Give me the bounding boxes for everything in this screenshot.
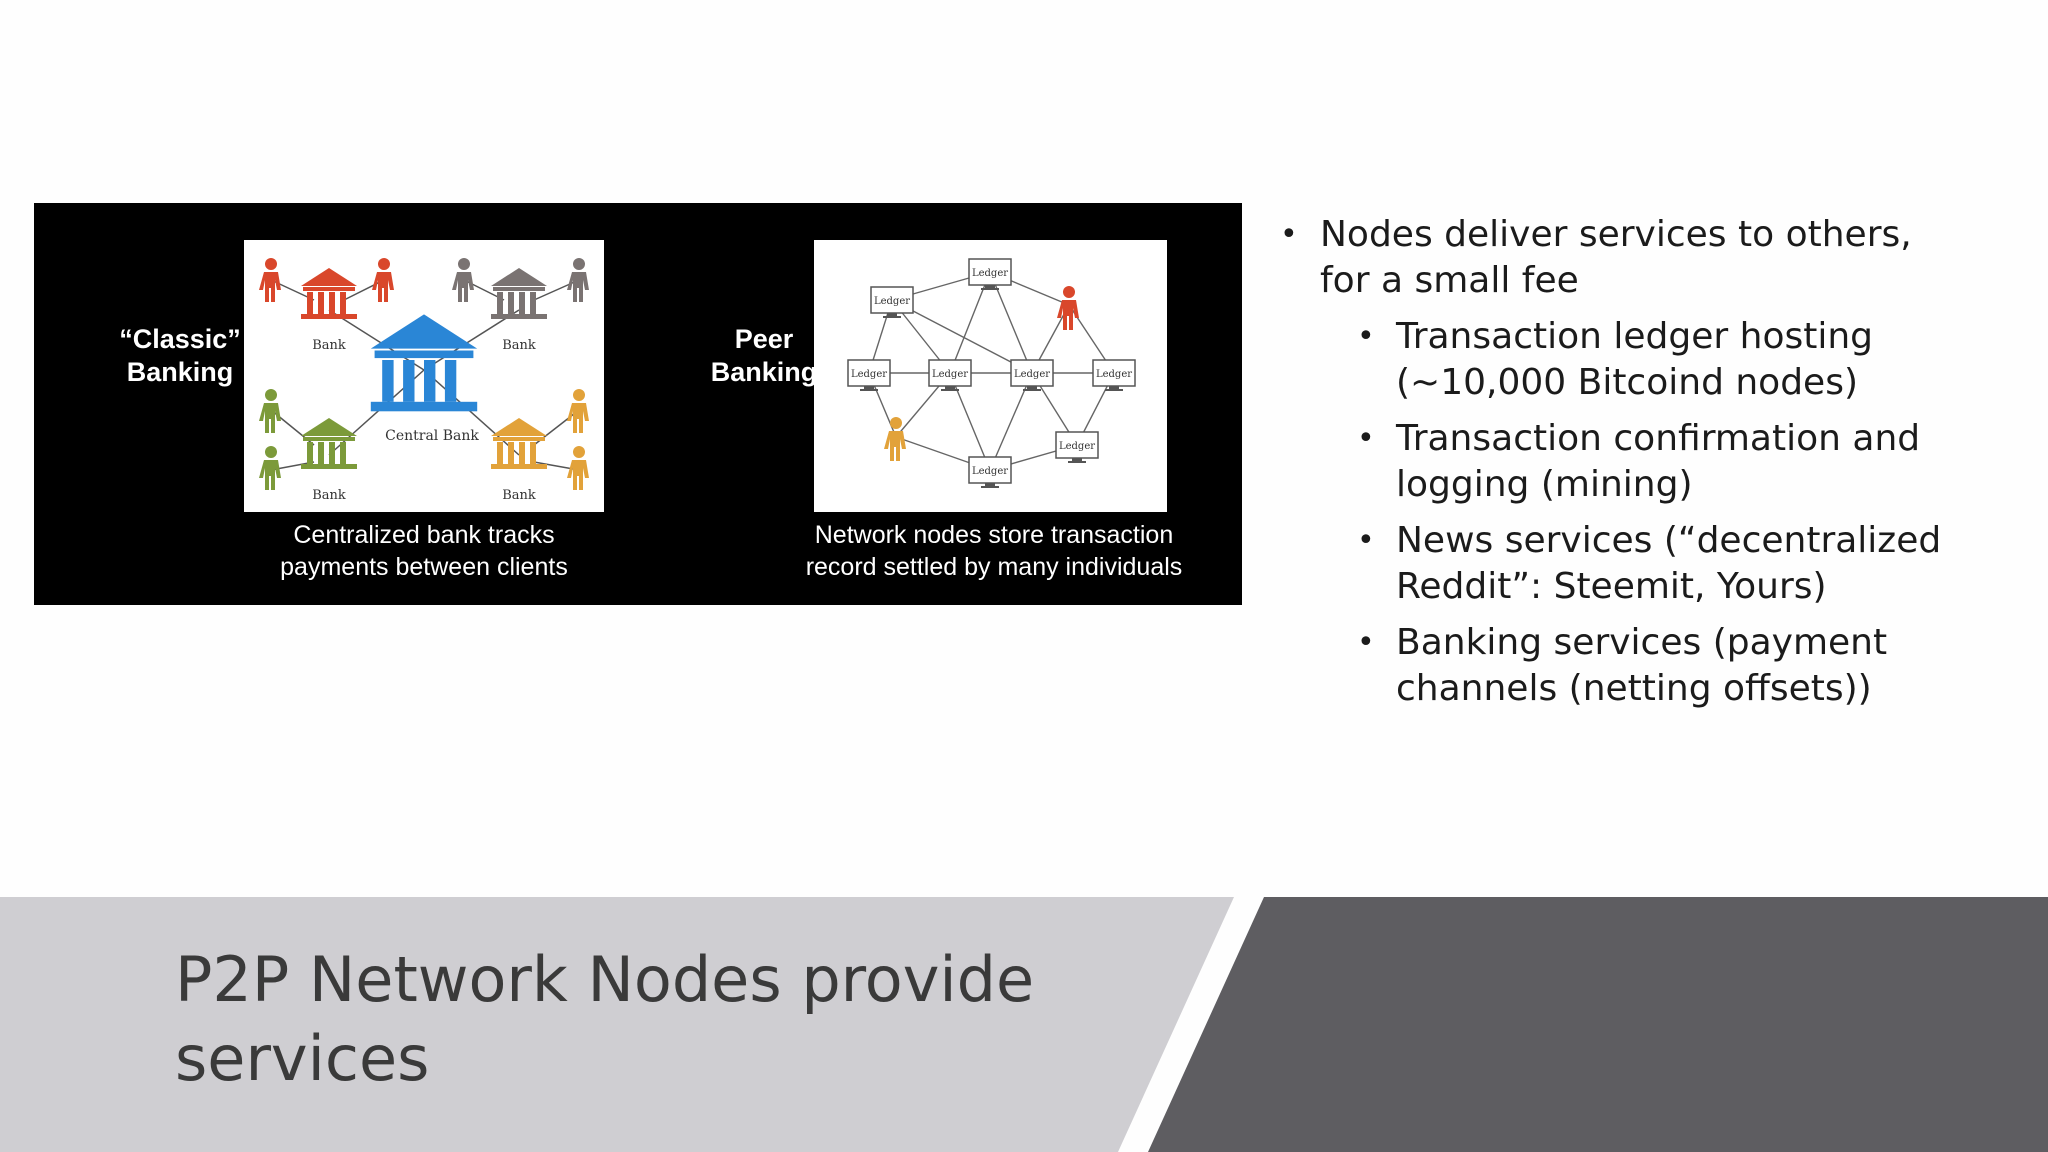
peer-caption-line-2: record settled by many individuals [805, 553, 1183, 581]
bullet-dot: • [1357, 421, 1375, 456]
gray-bank-icon [491, 268, 547, 319]
bullet-line: News services (“decentralized [1396, 520, 1942, 561]
bullet-line: (~10,000 Bitcoind nodes) [1396, 362, 1859, 403]
sub-bullet-item: • Banking services (payment channels (ne… [1280, 620, 2020, 712]
slide-title-line-2: services [175, 1022, 430, 1095]
red-bank-icon [301, 268, 357, 319]
peer-banking-diagram: Ledger Ledger Ledger Ledger Ledger Ledge… [814, 240, 1167, 512]
classic-label-line-1: “Classic” [119, 324, 241, 354]
bullet-dot: • [1357, 523, 1375, 558]
bullet-line: for a small fee [1320, 260, 1579, 301]
ledger-label-center-right: Ledger [1014, 369, 1050, 380]
classic-banking-illustration: Bank Bank Bank Bank Central Bank [259, 258, 589, 503]
bullet-dot: • [1357, 625, 1375, 660]
ledger-label-bottom: Ledger [972, 466, 1008, 477]
bullet-line: logging (mining) [1396, 464, 1693, 505]
sub-bullet-item: • Transaction confirmation and logging (… [1280, 416, 2020, 508]
slide-title: P2P Network Nodes provide services [175, 940, 1125, 1098]
classic-banking-diagram: Bank Bank Bank Bank Central Bank [244, 240, 604, 512]
red-peer-icon [1057, 286, 1079, 330]
bullet-line: Nodes deliver services to others, [1320, 214, 1912, 255]
gray-bank-label: Bank [502, 338, 536, 353]
ledger-label-right: Ledger [1096, 369, 1132, 380]
bullet-item: • Nodes deliver services to others, for … [1280, 212, 2020, 304]
bullet-line: Banking services (payment [1396, 622, 1888, 663]
ledger-label-center-left: Ledger [932, 369, 968, 380]
classic-label-line-2: Banking [126, 357, 234, 387]
peer-label-line-1: Peer [734, 324, 794, 354]
title-band [0, 897, 2048, 1152]
ledger-label-left: Ledger [851, 369, 887, 380]
sub-bullet-item: • Transaction ledger hosting (~10,000 Bi… [1280, 314, 2020, 406]
bullet-dot: • [1280, 217, 1298, 252]
peer-caption-line-1: Network nodes store transaction [814, 521, 1174, 549]
bullet-list: • Nodes deliver services to others, for … [1280, 212, 2020, 722]
title-band-dark-panel [1148, 897, 2048, 1152]
ledger-label-upper-left: Ledger [874, 296, 910, 307]
peer-label-line-2: Banking [710, 357, 818, 387]
orange-peer-icon [884, 417, 906, 461]
classic-banking-caption: Centralized bank tracks payments between… [214, 519, 634, 583]
bullet-line: channels (netting offsets)) [1396, 668, 1872, 709]
red-bank-label: Bank [312, 338, 346, 353]
green-bank-label: Bank [312, 488, 346, 503]
title-band-light-panel [0, 897, 1234, 1152]
green-bank-icon [301, 418, 357, 469]
orange-bank-icon [491, 418, 547, 469]
peer-banking-caption: Network nodes store transaction record s… [774, 519, 1214, 583]
slide-title-line-1: P2P Network Nodes provide [175, 943, 1035, 1016]
ledger-label-lower-right: Ledger [1059, 441, 1095, 452]
banking-comparison-figure: “Classic” Banking [34, 203, 1242, 605]
classic-caption-line-1: Centralized bank tracks [293, 521, 555, 549]
peer-banking-label: Peer Banking [654, 323, 874, 389]
ledger-label-top: Ledger [972, 268, 1008, 279]
sub-bullet-item: • News services (“decentralized Reddit”:… [1280, 518, 2020, 610]
bullet-line: Transaction confirmation and [1396, 418, 1921, 459]
peer-network-illustration: Ledger Ledger Ledger Ledger Ledger Ledge… [847, 258, 1136, 489]
orange-client-icons [567, 389, 589, 490]
classic-caption-line-2: payments between clients [280, 553, 568, 581]
central-bank-label: Central Bank [385, 428, 479, 444]
green-client-icons [259, 389, 281, 490]
classic-banking-label: “Classic” Banking [80, 323, 280, 389]
bullet-dot: • [1357, 319, 1375, 354]
bullet-line: Transaction ledger hosting [1396, 316, 1874, 357]
bullet-line: Reddit”: Steemit, Yours) [1396, 566, 1827, 607]
orange-bank-label: Bank [502, 488, 536, 503]
central-bank-icon [370, 314, 478, 412]
